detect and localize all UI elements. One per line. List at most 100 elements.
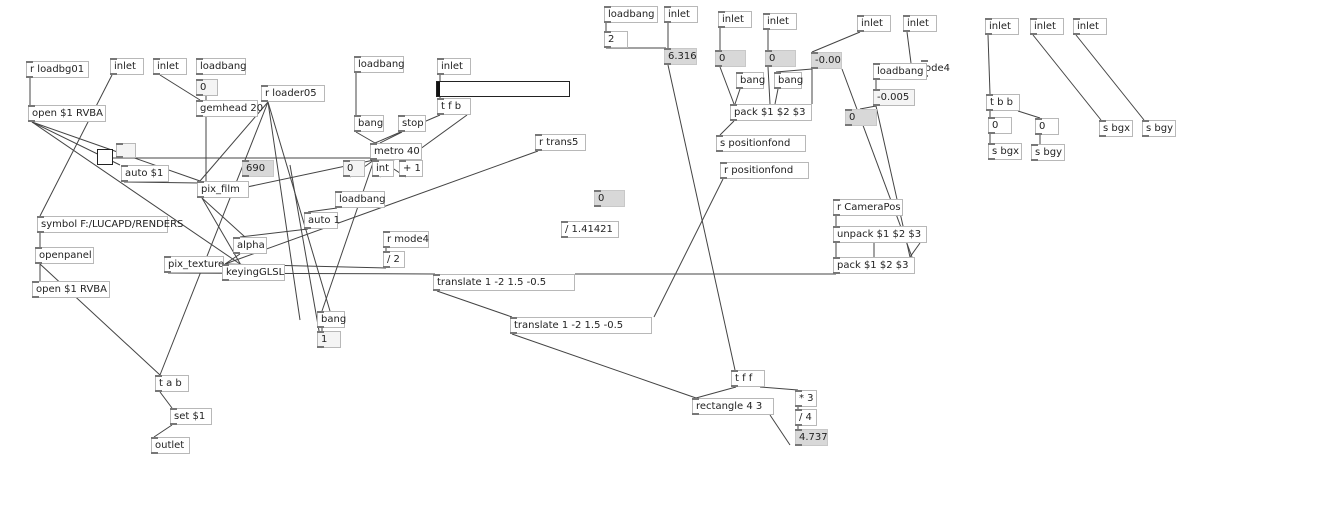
bang-message[interactable]: bang [317,311,346,328]
patch-cord [909,242,921,258]
inlet-object[interactable]: inlet [857,15,891,32]
patch-cord [511,333,697,399]
bang-message[interactable]: bang [774,72,803,89]
openpanel-object[interactable]: openpanel [35,247,94,264]
number-message[interactable]: 0 [1035,118,1059,135]
auto-1-message[interactable]: auto 1 [304,212,340,229]
int-object[interactable]: int [372,160,394,177]
loadbang-object[interactable]: loadbang [196,58,247,75]
translate-object[interactable]: translate 1 -2 1.5 -0.5 [433,274,575,291]
patch-cord [201,197,246,238]
s-bgy-object[interactable]: s bgy [1142,120,1176,137]
r-loadbg01-object[interactable]: r loadbg01 [26,61,89,78]
patch-cord [1075,34,1145,121]
inlet-object[interactable]: inlet [110,58,144,75]
metro-object[interactable]: metro 40 [370,143,422,160]
open-rvba-message[interactable]: open $1 RVBA [32,281,110,298]
patch-cord [379,131,403,144]
inlet-object[interactable]: inlet [1030,18,1064,35]
patch-cord [906,31,912,64]
bang-message[interactable]: bang [736,72,765,89]
r-trans5-object[interactable]: r trans5 [535,134,586,151]
div-2-object[interactable]: / 2 [383,251,405,268]
open-rvba-message[interactable]: open $1 RVBA [28,105,106,122]
symbol-path-message[interactable]: symbol F:/LUCAPD/RENDERS [37,216,183,233]
inlet-object[interactable]: inlet [718,11,752,28]
loadbang-object[interactable]: loadbang [335,191,386,208]
inlet-object[interactable]: inlet [664,6,698,23]
s-bgx-object[interactable]: s bgx [988,143,1022,160]
pix-film-object[interactable]: pix_film [197,181,249,198]
number-message[interactable]: 2 [604,31,628,48]
inlet-object[interactable]: inlet [437,58,471,75]
toggle[interactable] [97,149,113,165]
patch-cord [667,64,736,371]
translate-object[interactable]: translate 1 -2 1.5 -0.5 [510,317,652,334]
plus-1-object[interactable]: + 1 [399,160,423,177]
multiply-3-object[interactable]: * 3 [795,390,817,407]
number-box[interactable]: -0.005 [873,89,915,106]
auto-message[interactable]: auto $1 [121,165,169,182]
number-box[interactable]: 0 [845,109,877,126]
number-box[interactable]: 0 [196,79,218,96]
patch-cord [153,424,173,438]
patch-cord [159,391,173,409]
set-message[interactable]: set $1 [170,408,212,425]
loadbang-object[interactable]: loadbang [604,6,658,23]
s-bgy-object[interactable]: s bgy [1031,144,1065,161]
number-box[interactable]: 0 [765,50,796,67]
div-4-object[interactable]: / 4 [795,409,817,426]
patch-cord [224,253,241,265]
t-f-f-object[interactable]: t f f [731,370,765,387]
r-loader05-object[interactable]: r loader05 [261,85,325,102]
stop-message[interactable]: stop [398,115,426,132]
inlet-object[interactable]: inlet [903,15,937,32]
r-positionfond-object[interactable]: r positionfond [720,162,809,179]
horizontal-slider[interactable] [436,81,570,97]
patch-cord [167,272,436,275]
r-mode4-object[interactable]: r mode4 [383,231,429,248]
patch-cord [436,290,513,318]
t-b-b-object[interactable]: t b b [986,94,1020,111]
pix-texture-object[interactable]: pix_texture [164,256,224,273]
s-bgx-object[interactable]: s bgx [1099,120,1133,137]
t-f-b-object[interactable]: t f b [437,98,471,115]
number-box[interactable]: -0.00 [811,52,842,69]
patch-cord [719,120,735,136]
bang-message[interactable]: bang [354,115,384,132]
loadbang-object[interactable]: loadbang [873,63,927,80]
patch-cord [39,74,113,217]
patch-cord [267,101,301,321]
alpha-object[interactable]: alpha [233,237,267,254]
gemhead-object[interactable]: gemhead 20 [196,100,263,117]
s-positionfond-object[interactable]: s positionfond [716,135,806,152]
number-box[interactable] [116,143,136,158]
number-box[interactable]: 0 [343,160,365,177]
number-box[interactable]: 690 [242,160,274,177]
keying-glsl-object[interactable]: keyingGLSL [222,264,285,281]
number-box[interactable]: 1 [317,331,341,348]
patch-cord [734,88,741,105]
pack-object[interactable]: pack $1 $2 $3 [730,104,812,121]
t-a-b-object[interactable]: t a b [155,375,189,392]
unpack-object[interactable]: unpack $1 $2 $3 [833,226,927,243]
patch-cord [987,34,991,95]
number-box[interactable]: 6.316 [664,48,697,65]
pack-object[interactable]: pack $1 $2 $3 [833,257,915,274]
inlet-object[interactable]: inlet [763,13,797,30]
inlet-object[interactable]: inlet [153,58,187,75]
number-box[interactable]: 4.737 [795,429,828,446]
patch-cord [719,66,735,105]
number-box[interactable]: 0 [594,190,625,207]
number-box[interactable]: 0 [715,50,746,67]
r-camerapos-object[interactable]: r CameraPos [833,199,903,216]
inlet-object[interactable]: inlet [1073,18,1107,35]
outlet-object[interactable]: outlet [151,437,190,454]
number-message[interactable]: 0 [988,117,1012,134]
loadbang-object[interactable]: loadbang [354,56,405,73]
rectangle-object[interactable]: rectangle 4 3 [692,398,774,415]
inlet-object[interactable]: inlet [985,18,1019,35]
div-object[interactable]: / 1.41421 [561,221,619,238]
